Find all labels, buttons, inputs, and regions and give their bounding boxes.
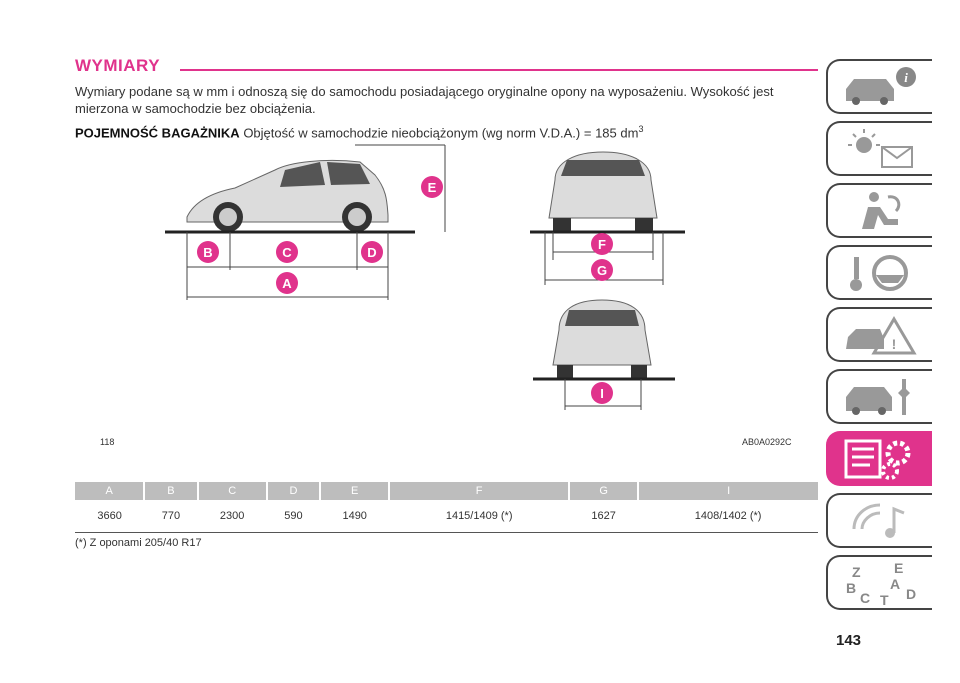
svg-text:A: A	[282, 276, 292, 291]
capacity-label: POJEMNOŚĆ BAGAŻNIKA	[75, 125, 240, 141]
table-header-cell: E	[320, 482, 391, 500]
svg-text:A: A	[890, 576, 900, 592]
svg-text:I: I	[600, 386, 604, 401]
svg-text:T: T	[880, 592, 889, 605]
table-cell: 590	[266, 500, 321, 533]
table-row: 3660 770 2300 590 1490 1415/1409 (*) 162…	[75, 500, 818, 533]
title-rule	[180, 69, 818, 71]
svg-text:D: D	[367, 245, 376, 260]
svg-text:i: i	[904, 70, 908, 85]
svg-text:E: E	[894, 561, 903, 576]
page-number: 143	[836, 632, 862, 649]
table-cell: 770	[144, 500, 198, 533]
tab-technical-data[interactable]	[826, 431, 932, 486]
table-cell: 3660	[75, 500, 145, 533]
callout-G: G	[591, 259, 613, 281]
car-service-wrench-icon	[846, 378, 910, 415]
table-header-cell: I	[638, 482, 818, 500]
tab-index[interactable]: Z E B A D C T	[826, 555, 932, 610]
figure-number: 118	[100, 437, 115, 447]
car-info-icon: i	[846, 66, 916, 105]
svg-text:G: G	[597, 263, 607, 278]
tab-starting-driving[interactable]	[826, 245, 932, 300]
table-footnote: (*) Z oponami 205/40 R17	[75, 537, 202, 549]
table-header-cell: A	[75, 482, 146, 500]
front-view-car	[548, 151, 658, 232]
dimensions-figure: E B C D A F G I	[165, 144, 685, 410]
table-header-row: A B C D E F G I	[75, 482, 818, 500]
alphabetical-index-icon: Z E B A D C T	[846, 561, 916, 605]
svg-text:E: E	[428, 180, 437, 195]
callout-F: F	[591, 233, 613, 255]
capacity-text: Objętość w samochodzie nieobciążonym (wg…	[243, 125, 639, 141]
callout-I: I	[591, 382, 613, 404]
table-cell: 1627	[569, 500, 639, 533]
trunk-capacity: POJEMNOŚĆ BAGAŻNIKA Objętość w samochodz…	[75, 121, 815, 141]
table-cell: 1415/1409 (*)	[389, 500, 569, 533]
svg-text:C: C	[282, 245, 292, 260]
seat-airbag-icon	[862, 191, 901, 229]
svg-text:F: F	[598, 237, 606, 252]
figure-code: AB0A0292C	[742, 437, 792, 447]
table-header-cell: B	[144, 482, 199, 500]
callout-D: D	[361, 241, 383, 263]
tab-warning-lights[interactable]	[826, 121, 932, 176]
table-header-cell: F	[389, 482, 570, 500]
table-cell: 1490	[320, 500, 390, 533]
svg-text:C: C	[860, 590, 870, 605]
tab-safety[interactable]	[826, 183, 932, 238]
warning-lights-icon	[848, 128, 913, 168]
capacity-unit-sup: 3	[638, 124, 644, 134]
svg-text:Z: Z	[852, 564, 861, 580]
tab-multimedia[interactable]	[826, 493, 932, 548]
intro-paragraph: Wymiary podane są w mm i odnoszą się do …	[75, 84, 774, 116]
table-header-cell: G	[569, 482, 640, 500]
callout-E: E	[421, 176, 443, 198]
side-view-car	[186, 159, 389, 232]
tab-emergency[interactable]: !	[826, 307, 932, 362]
rear-view-car	[552, 299, 652, 378]
svg-text:D: D	[906, 586, 916, 602]
table-header-cell: D	[266, 482, 322, 500]
svg-text:!: !	[892, 336, 897, 352]
table-cell: 1408/1402 (*)	[638, 500, 818, 533]
steering-wheel-key-icon	[850, 254, 908, 291]
car-crash-warning-icon: !	[846, 315, 917, 354]
tab-maintenance[interactable]	[826, 369, 932, 424]
svg-text:B: B	[203, 245, 212, 260]
tab-car-info[interactable]: i	[826, 59, 932, 114]
svg-text:B: B	[846, 580, 856, 596]
callout-B: B	[197, 241, 219, 263]
multimedia-music-icon	[852, 503, 905, 538]
callout-C: C	[276, 241, 298, 263]
callout-A: A	[276, 272, 298, 294]
specs-gears-icon	[844, 439, 911, 480]
dimensions-table: A B C D E F G I 3660 770 2300 590 1490 1…	[75, 482, 818, 533]
table-cell: 2300	[197, 500, 267, 533]
table-header-cell: C	[197, 482, 268, 500]
section-title: WYMIARY	[75, 56, 161, 75]
